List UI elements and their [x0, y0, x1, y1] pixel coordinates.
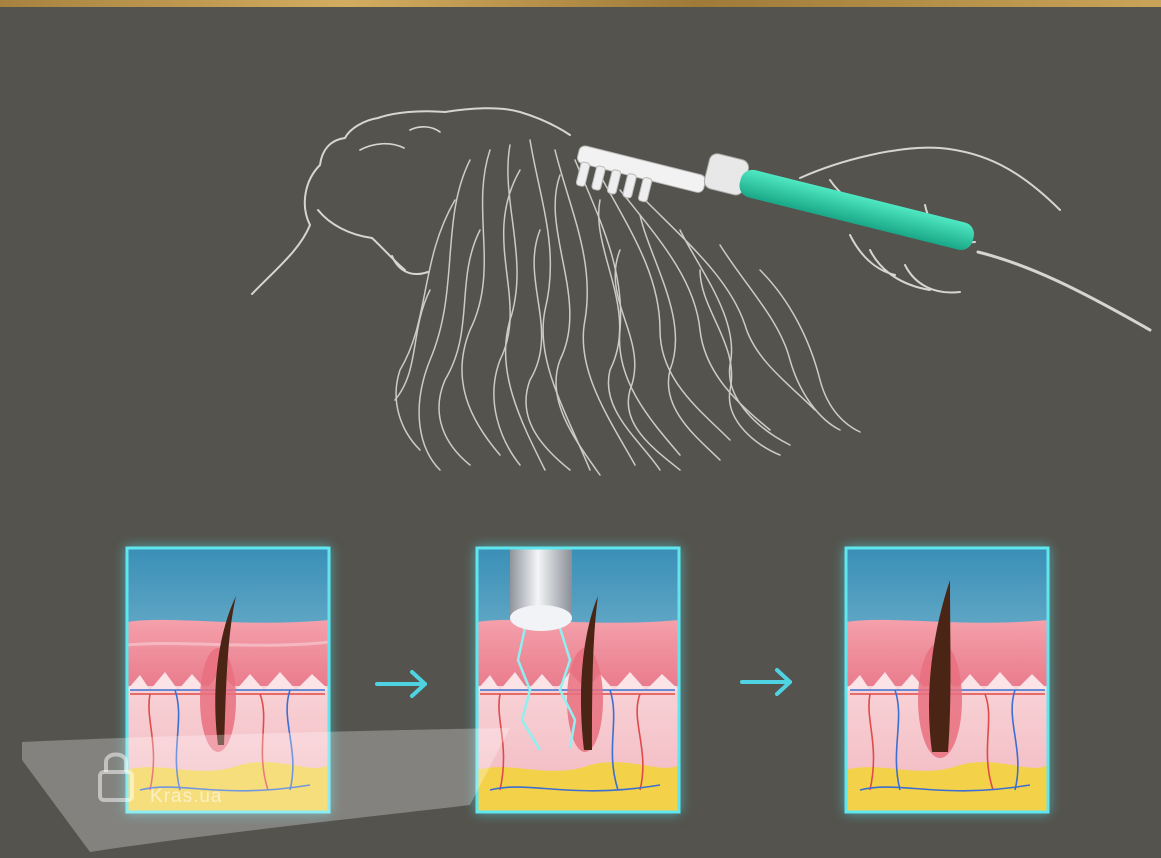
- face-profile: [252, 108, 570, 294]
- electrode-tip: [510, 548, 572, 631]
- treatment-illustration: [252, 108, 1150, 330]
- step-panel-treatment: [477, 548, 679, 812]
- watermark-text: Kras.ua: [150, 786, 222, 808]
- top-texture-strip: [0, 0, 1161, 7]
- darsonval-device: [571, 145, 978, 254]
- comb-electrode: [571, 145, 707, 215]
- arrow-right-icon: [377, 672, 425, 696]
- watermark: [22, 728, 510, 852]
- device-handle: [703, 152, 979, 253]
- step-panel-after: [846, 548, 1048, 812]
- power-cord: [978, 252, 1150, 330]
- arrow-right-icon: [742, 670, 790, 694]
